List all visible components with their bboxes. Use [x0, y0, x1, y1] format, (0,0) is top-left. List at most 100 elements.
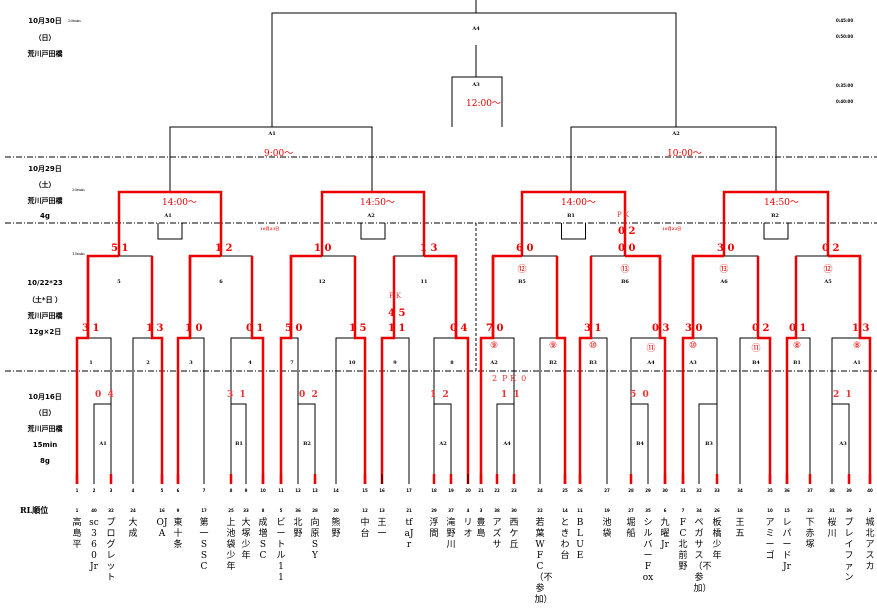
- match-number-circle: ⑩: [588, 341, 598, 351]
- team-name: OJA: [156, 518, 168, 539]
- semi-line: [570, 126, 777, 157]
- team-name: プレイファン: [844, 518, 854, 583]
- winner-path: [785, 256, 798, 484]
- round2-label: 11: [420, 279, 428, 285]
- slot-number: 29: [645, 488, 651, 493]
- section-day: （日）: [34, 34, 56, 42]
- prelim-label: A4: [503, 441, 511, 447]
- rl-rank: 5: [279, 508, 283, 513]
- slot-number: 38: [829, 488, 835, 493]
- rl-rank-label: RL順位: [20, 505, 49, 515]
- rl-rank: 19: [604, 508, 610, 513]
- final-line: [271, 0, 477, 127]
- winner-path: [150, 256, 164, 484]
- rl-rank: 35: [645, 508, 651, 513]
- section-games: 8g: [40, 457, 50, 465]
- round1-label: 4: [248, 360, 252, 366]
- section-games: 4g: [40, 212, 50, 220]
- rl-rank: 3: [479, 508, 483, 513]
- match-score: 1 3: [852, 323, 870, 334]
- team-name: 王一: [377, 518, 387, 539]
- winner-path: [279, 256, 293, 484]
- date-note: 10月23日: [260, 226, 280, 231]
- winner-path: [170, 190, 223, 256]
- slot-number: 37: [807, 488, 813, 493]
- section-date: 10月29日: [28, 165, 62, 173]
- match-score: 0 4: [450, 323, 468, 334]
- match-number-circle: ⑬: [620, 265, 630, 275]
- prelim-score: 3 1: [227, 390, 246, 400]
- winner-path: [454, 256, 470, 484]
- rl-rank: 32: [108, 508, 114, 513]
- team-name: 第一SSC: [199, 518, 209, 572]
- prelim-score: 0 2: [299, 390, 318, 400]
- winner-path: [117, 190, 170, 256]
- prelim-label: A1: [99, 441, 107, 447]
- winner-path: [681, 256, 695, 484]
- team-name: ペガサス（不参加）: [693, 518, 712, 594]
- match-number-circle: ⑧: [852, 341, 862, 351]
- quarter-label: B2: [771, 213, 779, 219]
- rl-rank: 25: [228, 508, 234, 513]
- section-date: 10月16日: [28, 393, 62, 401]
- round1-label: A3: [689, 360, 697, 366]
- match-score: 5 0: [285, 323, 303, 334]
- match-score: 0 2: [752, 323, 770, 334]
- round1-label: 1: [89, 360, 93, 366]
- slot-number: 25: [562, 488, 568, 493]
- quarter-time: 14:00～: [561, 198, 596, 208]
- match-score: 1 1: [388, 323, 406, 334]
- slot-number: 6: [176, 488, 180, 493]
- semi-time: 10:00～: [667, 149, 702, 159]
- match-score: 1 0: [185, 323, 203, 334]
- slot-number: 18: [431, 488, 437, 493]
- rl-rank: 22: [537, 508, 543, 513]
- rl-rank: 33: [243, 508, 249, 513]
- team-name: 王五: [735, 518, 745, 539]
- round1-label: A4: [647, 360, 655, 366]
- slot-number: 4: [131, 488, 135, 493]
- round1-label: 3: [189, 360, 193, 366]
- round1-label: 8: [450, 360, 454, 366]
- team-name: 浮間: [429, 518, 439, 539]
- rl-rank: 13: [379, 508, 385, 513]
- prelim-line: [831, 403, 850, 484]
- quarter-label: A1: [164, 213, 172, 219]
- match-number-circle: ⑫: [823, 265, 833, 275]
- team-name: 成増SC: [258, 518, 268, 561]
- prelim-score: 1 2: [430, 390, 449, 400]
- quarter-time: 14:50～: [360, 198, 395, 208]
- match-number-circle: ⑧: [792, 341, 802, 351]
- prelim-line: [297, 403, 316, 484]
- rl-rank: 27: [628, 508, 634, 513]
- team-name: アミーゴ: [765, 518, 775, 561]
- prelim-line: [93, 403, 112, 484]
- section-venue: 荒川戸田橋: [27, 50, 63, 58]
- round2-label: 12: [318, 279, 326, 285]
- round2-label: 6: [219, 279, 223, 285]
- match-number-circle: ⑫: [517, 265, 527, 275]
- prelim-line: [496, 403, 515, 484]
- winner-path: [75, 256, 90, 484]
- slot-number: 7: [202, 488, 206, 493]
- slot-number: 19: [448, 488, 454, 493]
- round2-label: A5: [824, 279, 832, 285]
- final-line: [476, 12, 677, 127]
- rl-rank: 8: [261, 508, 265, 513]
- prelim-line: [230, 403, 247, 484]
- prelim-label: B4: [636, 441, 644, 447]
- slot-number: 40: [867, 488, 873, 493]
- rl-rank: 4: [466, 508, 470, 513]
- winner-path: [380, 256, 396, 484]
- rl-rank: 14: [562, 508, 568, 513]
- pk-score: 0 2: [618, 226, 636, 237]
- prelim-score: 2 1: [833, 390, 852, 400]
- section-day: （土*日 ）: [27, 296, 63, 304]
- match-number-circle: ⑨: [489, 341, 499, 351]
- rl-rank: 17: [201, 508, 207, 513]
- winner-path: [858, 256, 872, 484]
- slot-number: 21: [478, 488, 484, 493]
- team-name: 高島平: [72, 518, 82, 550]
- section-duration: 20min: [68, 18, 81, 23]
- slot-number: 8: [229, 488, 233, 493]
